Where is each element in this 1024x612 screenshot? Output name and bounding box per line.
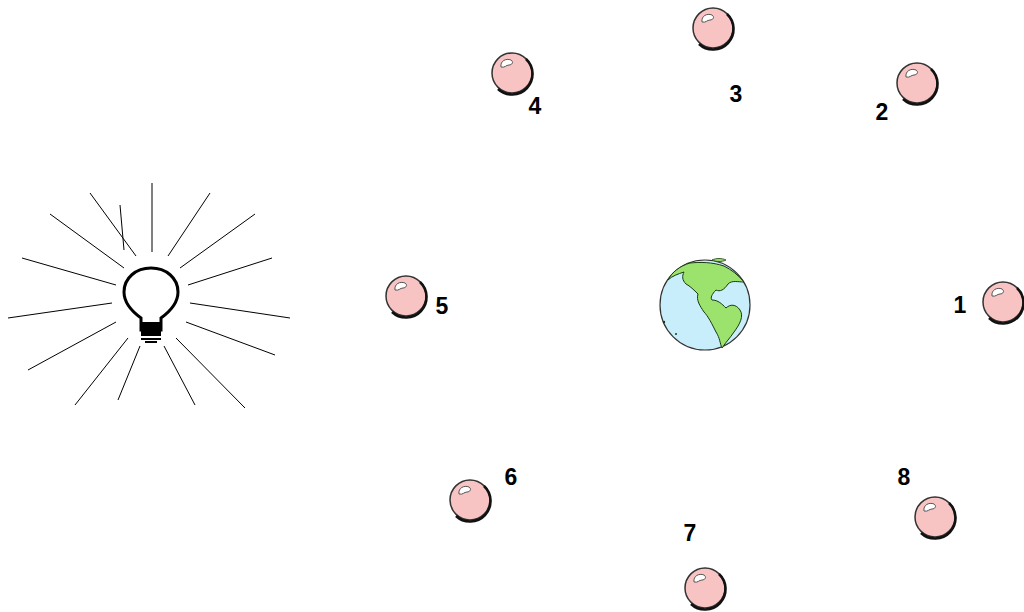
callout-number: 4 — [529, 95, 542, 118]
callout-number: 2 — [876, 101, 889, 124]
light-rays — [8, 183, 290, 408]
callout-number: 8 — [898, 466, 911, 489]
earth — [660, 259, 750, 351]
callout-number: 5 — [436, 295, 449, 318]
light-bulb — [124, 268, 178, 342]
moons — [386, 8, 1024, 610]
callout-number: 6 — [505, 466, 518, 489]
callout-number: 7 — [684, 522, 697, 545]
callout-number: 3 — [730, 83, 743, 106]
callout-number: 1 — [954, 294, 967, 317]
